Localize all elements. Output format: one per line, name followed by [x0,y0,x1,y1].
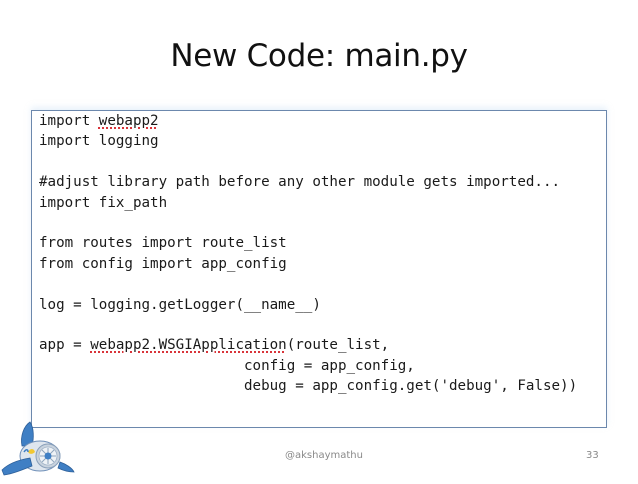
code-line-14: debug = app_config.get('debug', False)) [39,378,578,395]
code-lines: import webapp2 import logging #adjust li… [39,111,577,396]
code-line-10: log = logging.getLogger(__name__) [39,296,321,313]
code-line-9 [39,274,577,294]
code-line-4-comment: #adjust library path before any other mo… [39,174,561,191]
code-text: (route_list, [286,337,390,354]
page-number: 33 [586,450,599,461]
code-line-2: import logging [39,133,159,150]
slide-title: New Code: main.py [170,38,468,74]
footer-author-handle: @akshaymathu [285,450,363,461]
spellcheck-flagged-word: webapp2 [98,113,159,129]
code-line-1: import webapp2 [39,111,577,131]
code-line-3 [39,152,577,172]
spellcheck-flagged-word: webapp2.WSGIApplication [90,337,287,354]
code-line-5: import fix_path [39,194,168,211]
code-line-11 [39,315,577,335]
google-app-engine-logo-icon [0,418,80,479]
code-line-13: config = app_config, [39,357,415,374]
code-line-8: from config import app_config [39,255,287,272]
code-text: app = [39,337,91,354]
code-block: import webapp2 import logging #adjust li… [31,110,607,428]
code-line-7: from routes import route_list [39,235,287,252]
code-line-6 [39,213,577,233]
code-line-12: app = webapp2.WSGIApplication(route_list… [39,335,577,355]
code-text: import [39,113,99,129]
